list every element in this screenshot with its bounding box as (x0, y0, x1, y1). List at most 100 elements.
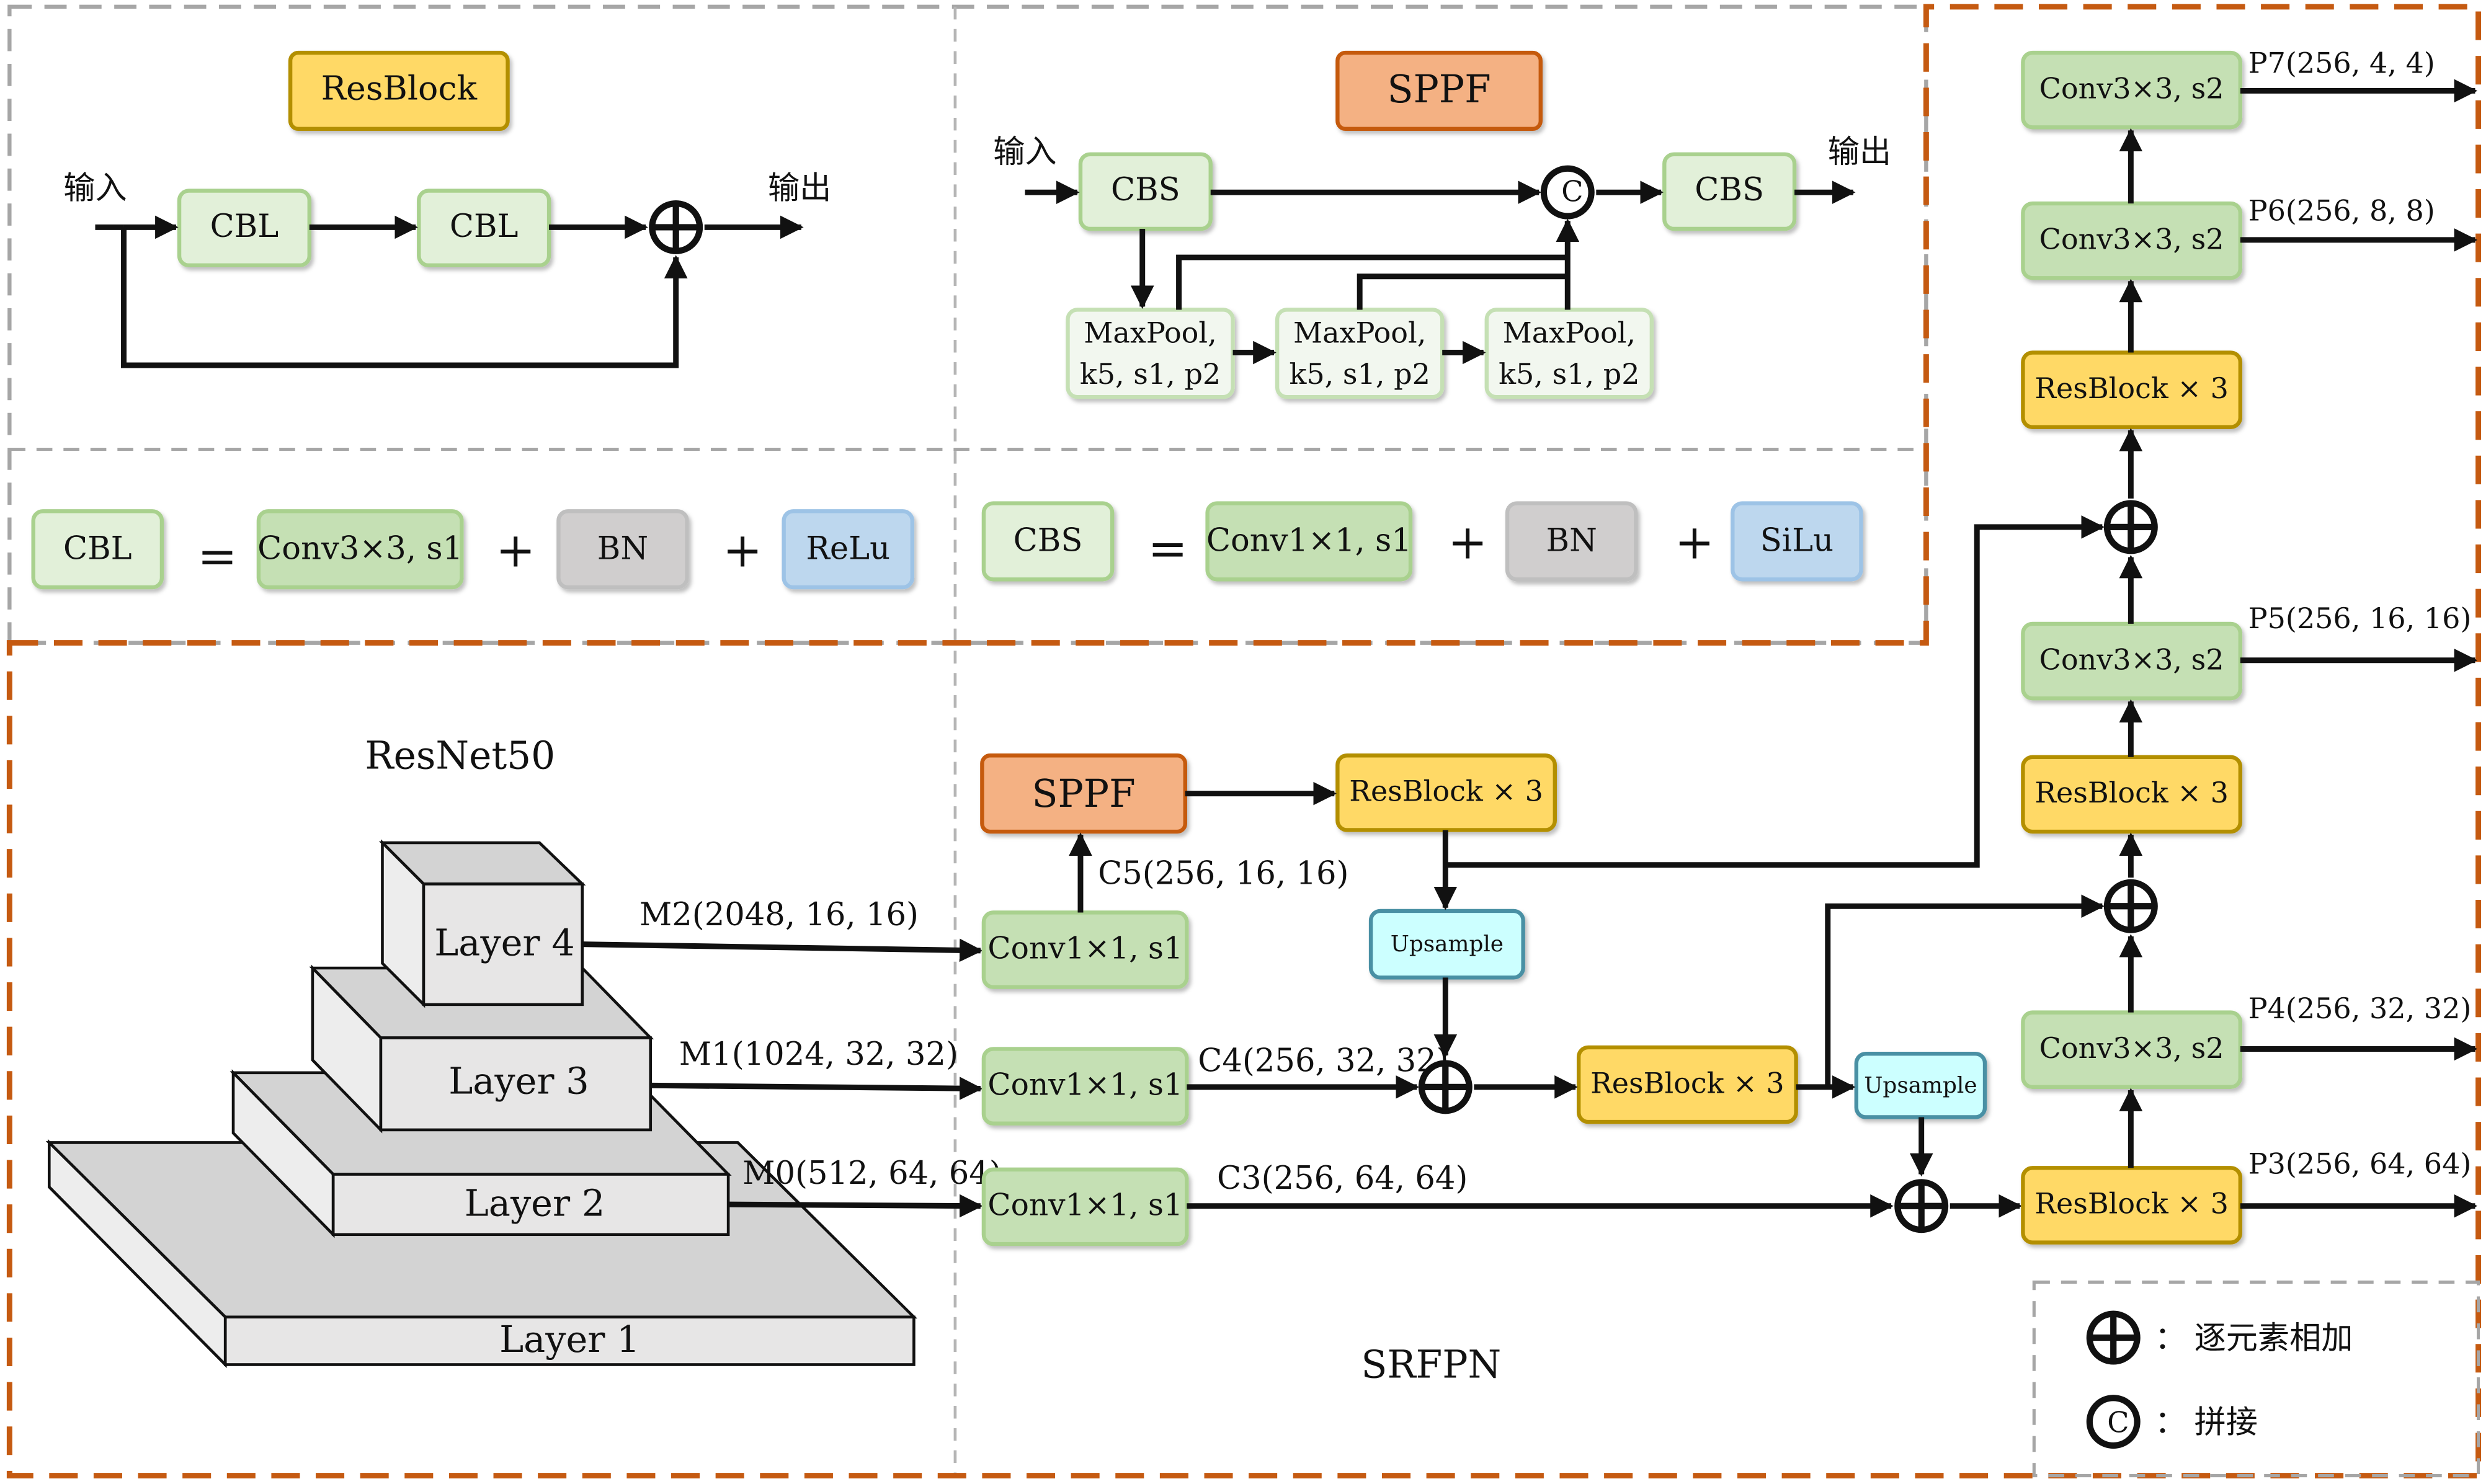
head-conv-p4-label: Conv3×3, s2 (2039, 1031, 2224, 1065)
head-resblock-p3-label: ResBlock × 3 (2034, 1187, 2229, 1220)
def-cbs-conv-label: Conv1×1, s1 (1206, 522, 1412, 559)
legend-add-colon: ： (2155, 1320, 2186, 1357)
p3-label: P3(256, 64, 64) (2248, 1147, 2472, 1181)
c5-label: C5(256, 16, 16) (1098, 856, 1348, 892)
resblock-title-box (288, 50, 510, 131)
def-cbs-plus2: + (1675, 515, 1714, 571)
neck-add-icon-c3 (1894, 1179, 1949, 1233)
legend-concat-icon: C (2086, 1395, 2141, 1449)
p4-label: P4(256, 32, 32) (2248, 992, 2472, 1025)
def-cbl-act-box (782, 509, 915, 590)
resblock-input-label: 输入 (63, 171, 127, 207)
head-conv-p7-label: Conv3×3, s2 (2039, 71, 2224, 105)
sppf-output-label: 输出 (1828, 134, 1891, 171)
def-cbl-conv-label: Conv3×3, s1 (257, 530, 463, 567)
resblock-top-to-head (1445, 515, 2105, 868)
sppf-cbs-in-label: CBS (1111, 172, 1180, 208)
m0-label: M0(512, 64, 64) (742, 1155, 1002, 1192)
legend-concat-colon: ： (2155, 1405, 2186, 1441)
neck-upsample1-label: Upsample (1391, 931, 1504, 957)
sppf-title-box (1335, 50, 1543, 131)
sppf-pool1-branch (1176, 254, 1568, 310)
sppf-concat-icon: C (1540, 165, 1595, 220)
neck-conv-m2-box (981, 910, 1189, 989)
resblock-cbl1-label: CBL (210, 208, 279, 245)
m2-label: M2(2048, 16, 16) (639, 897, 919, 933)
sppf-maxpool3-line1: MaxPool, (1503, 316, 1636, 349)
resblock-cbl2-label: CBL (450, 208, 519, 245)
p5-label: P5(256, 16, 16) (2248, 602, 2472, 635)
srfpn-neck: SRFPN SPPF Conv1×1, s1 Conv1×1, s1 Conv1… (980, 515, 2105, 1387)
neck-resblock-top-label: ResBlock × 3 (1349, 775, 1543, 808)
p7-label: P7(256, 4, 4) (2248, 47, 2435, 80)
resblock-title: ResBlock (321, 68, 478, 107)
sppf-panel: SPPF 输入 输出 CBS CBS MaxPool, k5, s1, p2 M… (993, 50, 1891, 399)
cbl-definition: CBL = Conv3×3, s1 + BN + ReLu (31, 509, 915, 590)
legend-concat-symbol: C (2107, 1406, 2129, 1439)
def-cbl-bn-box (556, 509, 689, 590)
legend-add-label: 逐元素相加 (2195, 1320, 2353, 1357)
layer-4-label: Layer 4 (434, 922, 574, 964)
sppf-title: SPPF (1387, 68, 1491, 112)
resblock-panel: ResBlock 输入 输出 CBL CBL (63, 50, 831, 368)
def-cbl-label: CBL (63, 530, 132, 567)
def-cbl-act-label: ReLu (806, 530, 890, 567)
def-cbs-equals: = (1148, 522, 1188, 577)
def-cbl-plus2: + (723, 523, 762, 578)
layer-2-label: Layer 2 (465, 1181, 605, 1224)
head-resblock-p5-label: ResBlock × 3 (2034, 776, 2229, 809)
legend: ： 逐元素相加 C ： 拼接 (2086, 1310, 2353, 1449)
neck-resblock-mid-label: ResBlock × 3 (1590, 1066, 1785, 1100)
m1-arrow (650, 1077, 983, 1100)
def-cbs-bn-label: BN (1546, 522, 1597, 559)
resblock-skip-line (121, 227, 679, 368)
sppf-cbs-out-label: CBS (1695, 172, 1764, 208)
m1-label: M1(1024, 32, 32) (679, 1036, 958, 1073)
def-cbs-plus1: + (1448, 515, 1487, 571)
srfpn-title: SRFPN (1361, 1343, 1501, 1387)
def-cbs-bn-box (1505, 501, 1638, 582)
sppf-maxpool3-line2: k5, s1, p2 (1499, 357, 1639, 391)
c4-label: C4(256, 32, 32) (1198, 1042, 1448, 1079)
legend-add-icon (2086, 1310, 2141, 1365)
head-column: ResBlock × 3 Conv3×3, s2 ResBlock × 3 Co… (2021, 47, 2478, 1245)
def-cbl-box (31, 509, 164, 590)
sppf-pool2-branch (1357, 273, 1568, 310)
head-resblock-p6-label: ResBlock × 3 (2034, 371, 2229, 405)
region-borders (6, 4, 2482, 1479)
orange-bottom-border (6, 4, 2482, 1479)
m0-arrow (728, 1194, 983, 1218)
sppf-input-label: 输入 (993, 134, 1056, 171)
layer-4-block: Layer 4 (378, 839, 586, 1008)
sppf-concat-symbol: C (1561, 175, 1583, 208)
def-cbs-act-box (1731, 501, 1863, 582)
def-cbs-label: CBS (1014, 522, 1083, 559)
p6-label: P6(256, 8, 8) (2248, 193, 2435, 227)
def-cbl-conv-box (256, 509, 464, 590)
neck-conv-m0-label: Conv1×1, s1 (987, 1188, 1182, 1223)
def-cbs-box (981, 501, 1115, 582)
def-cbl-bn-label: BN (597, 530, 648, 567)
backbone: ResNet50 Layer 1 Layer 2 Layer 3 Layer 4… (45, 734, 1002, 1369)
legend-border (2032, 1280, 2480, 1478)
neck-upsample2-label: Upsample (1864, 1073, 1977, 1098)
backbone-title: ResNet50 (365, 734, 555, 778)
sppf-maxpool1-line2: k5, s1, p2 (1080, 357, 1221, 391)
neck-conv-m2-label: Conv1×1, s1 (987, 931, 1182, 966)
sppf-maxpool2-line2: k5, s1, p2 (1289, 357, 1430, 391)
legend-concat-label: 拼接 (2195, 1405, 2258, 1441)
resblock-output-label: 输出 (768, 171, 831, 207)
m2-arrow (582, 938, 983, 962)
resblock-mid-to-head (1825, 894, 2105, 1087)
head-conv-p5-label: Conv3×3, s2 (2039, 642, 2224, 676)
neck-add-icon-c4 (1418, 1060, 1473, 1114)
def-cbs-act-label: SiLu (1760, 522, 1834, 559)
c3-label: C3(256, 64, 64) (1217, 1160, 1468, 1197)
cbs-definition: CBS = Conv1×1, s1 + BN + SiLu (981, 501, 1863, 582)
def-cbl-plus1: + (496, 523, 535, 578)
head-add-icon-p6 (2103, 500, 2158, 554)
head-add-icon-p5 (2103, 879, 2158, 933)
neck-conv-m1-label: Conv1×1, s1 (987, 1067, 1182, 1102)
sppf-maxpool1-line1: MaxPool, (1084, 316, 1216, 349)
